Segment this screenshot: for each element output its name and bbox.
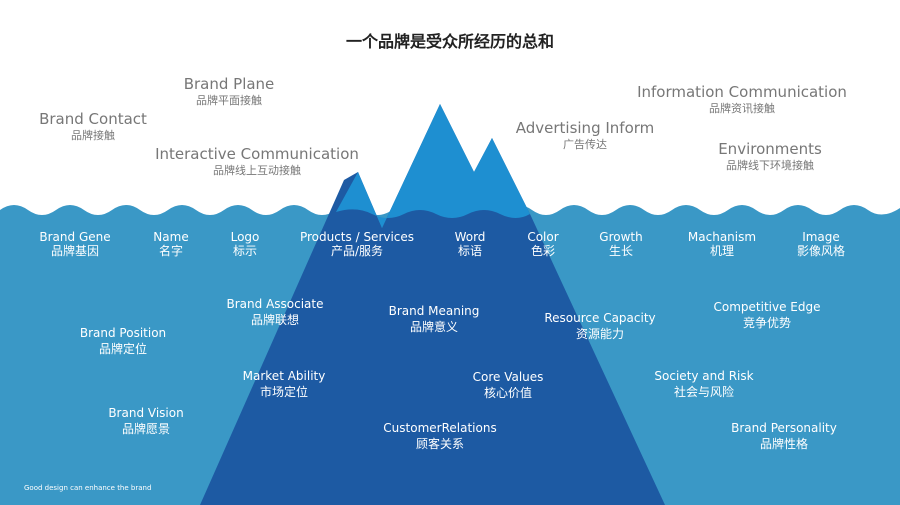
label-products-services: Products / Services 产品/服务 [299,230,415,259]
label-zh: 品牌资讯接触 [708,102,775,116]
label-zh: 竞争优势 [742,315,791,330]
label-word: Word 标语 [454,230,486,259]
label-zh: 品牌接触 [71,129,115,143]
label-en: Logo [230,230,260,244]
label-advertising-inform: Advertising Inform 广告传达 [515,119,655,152]
label-image: Image 影像风格 [796,230,846,259]
label-en: Image [802,230,840,244]
label-zh: 核心价值 [483,385,533,400]
label-zh: 资源能力 [575,326,625,341]
label-logo: Logo 标示 [230,230,260,259]
label-zh: 生长 [608,243,633,258]
label-zh: 品牌平面接触 [196,94,262,108]
label-zh: 市场定位 [259,384,309,399]
label-en: Core Values [472,370,544,384]
label-en: Growth [599,230,643,244]
label-en: Brand Associate [226,297,324,311]
label-society-and-risk: Society and Risk 社会与风险 [654,369,754,400]
label-brand-plane: Brand Plane 品牌平面接触 [183,75,275,108]
label-brand-vision: Brand Vision 品牌愿景 [108,406,184,437]
label-competitive-edge: Competitive Edge 竞争优势 [713,300,821,331]
label-en: Society and Risk [654,369,754,383]
label-zh: 名字 [158,243,183,258]
label-core-values: Core Values 核心价值 [472,370,544,401]
label-zh: 品牌愿景 [121,421,170,436]
label-brand-associate: Brand Associate 品牌联想 [226,297,324,328]
label-zh: 影像风格 [796,243,846,258]
label-zh: 标示 [232,243,257,258]
label-en: Advertising Inform [515,119,655,137]
label-en: Brand Contact [39,110,147,128]
label-zh: 品牌定位 [98,341,147,356]
label-machanism: Machanism 机理 [687,230,757,259]
label-market-ability: Market Ability 市场定位 [242,369,326,400]
label-zh: 机理 [709,243,734,258]
mountain-peaks [336,104,530,228]
label-zh: 产品/服务 [330,243,384,258]
label-zh: 品牌线下环境接触 [726,159,814,173]
label-growth: Growth 生长 [599,230,643,259]
label-brand-contact: Brand Contact 品牌接触 [39,110,147,143]
label-zh: 品牌联想 [250,312,300,327]
label-brand-gene: Brand Gene 品牌基因 [39,230,111,259]
label-zh: 社会与风险 [673,384,735,399]
label-zh: 标语 [457,243,482,258]
label-en: Word [454,230,486,244]
label-en: Brand Vision [108,406,184,420]
label-en: Interactive Communication [155,145,359,163]
label-brand-position: Brand Position 品牌定位 [79,326,167,357]
underwater-mountain [200,104,665,505]
label-en: Brand Gene [39,230,111,244]
label-en: Resource Capacity [544,311,656,325]
label-en: Products / Services [299,230,415,244]
label-zh: 品牌性格 [759,436,808,451]
label-en: Machanism [687,230,757,244]
label-color: Color 色彩 [527,230,559,259]
label-zh: 色彩 [530,243,555,258]
label-zh: 广告传达 [563,138,607,152]
label-en: Information Communication [637,83,847,101]
label-en: Brand Personality [731,421,837,435]
label-name: Name 名字 [153,230,189,259]
label-resource-capacity: Resource Capacity 资源能力 [544,311,656,342]
label-customer-relations: CustomerRelations 顾客关系 [383,421,497,452]
label-brand-meaning: Brand Meaning 品牌意义 [388,304,480,335]
label-interactive-communication: Interactive Communication 品牌线上互动接触 [155,145,359,178]
label-en: Brand Plane [183,75,275,93]
label-environments: Environments 品牌线下环境接触 [718,140,822,173]
label-en: Competitive Edge [713,300,821,314]
label-information-communication: Information Communication 品牌资讯接触 [637,83,847,116]
label-en: Brand Position [79,326,167,340]
label-en: Environments [718,140,822,158]
label-en: Market Ability [242,369,326,383]
label-zh: 品牌意义 [409,319,458,334]
label-brand-personality: Brand Personality 品牌性格 [731,421,837,452]
label-zh: 顾客关系 [415,436,464,451]
label-en: Color [527,230,559,244]
footer-tagline: Good design can enhance the brand [24,484,152,492]
label-en: Name [153,230,189,244]
label-en: Brand Meaning [388,304,480,318]
label-en: CustomerRelations [383,421,497,435]
diagram-title: 一个品牌是受众所经历的总和 [345,32,555,51]
label-zh: 品牌基因 [50,243,100,258]
label-zh: 品牌线上互动接触 [212,164,301,178]
